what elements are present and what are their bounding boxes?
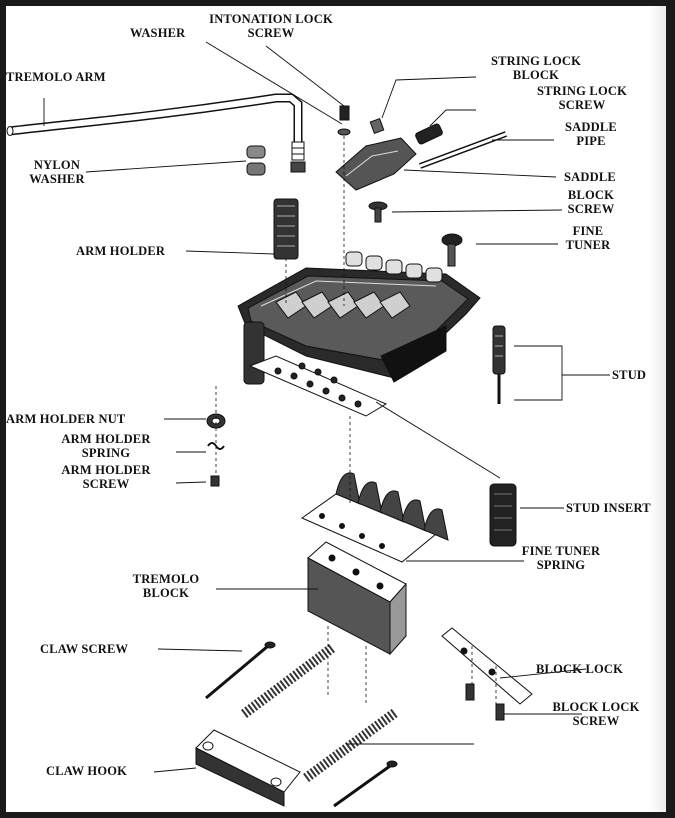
tremolo-exploded-diagram	[6, 41, 610, 808]
label-block-lock-screw: BLOCK LOCK SCREW	[552, 700, 640, 728]
tremolo-arm	[6, 93, 306, 173]
fine-tuner	[441, 233, 463, 267]
stud	[492, 325, 506, 404]
label-intonation-lock-screw: INTONATION LOCK SCREW	[209, 12, 333, 40]
label-tremolo-arm: TREMOLO ARM	[6, 70, 106, 84]
tremolo-block	[307, 541, 407, 656]
label-block-screw: BLOCK SCREW	[567, 188, 615, 216]
label-claw-hook: CLAW HOOK	[46, 764, 128, 778]
label-fine-tuner-spring: FINE TUNER SPRING	[521, 544, 601, 572]
label-string-lock-screw: STRING LOCK SCREW	[536, 84, 628, 112]
label-saddle-pipe: SADDLE PIPE	[565, 120, 617, 148]
stud-insert	[489, 483, 517, 547]
arm-holder	[273, 198, 299, 260]
label-arm-holder-nut: ARM HOLDER NUT	[6, 412, 126, 426]
intonation-lock-screw	[339, 105, 350, 121]
base-plate	[237, 251, 481, 383]
label-nylon-washer: NYLON WASHER	[29, 158, 85, 186]
leader-lines	[43, 41, 610, 773]
label-stud-insert: STUD INSERT	[566, 501, 651, 515]
label-claw-screw: CLAW SCREW	[40, 642, 129, 656]
label-arm-holder: ARM HOLDER	[76, 244, 166, 258]
string-lock-screw	[415, 123, 443, 145]
label-string-lock-block: STRING LOCK BLOCK	[490, 54, 582, 82]
washer	[337, 128, 351, 136]
claw-screw	[205, 641, 398, 808]
label-fine-tuner: FINE TUNER	[565, 224, 611, 252]
saddle	[335, 137, 417, 191]
label-saddle: SADDLE	[564, 170, 616, 184]
nylon-washer	[246, 145, 266, 176]
arm-holder-screw	[210, 475, 220, 487]
label-stud: STUD	[612, 368, 647, 382]
label-arm-holder-screw: ARM HOLDER SCREW	[61, 463, 151, 491]
label-washer: WASHER	[130, 26, 186, 40]
string-lock-block	[369, 118, 385, 134]
claw-hook	[195, 729, 301, 807]
tremolo-spring	[241, 644, 399, 783]
fine-tuner-spring	[300, 472, 449, 563]
saddle-pipe	[418, 131, 508, 169]
block-lock	[441, 627, 533, 705]
label-arm-holder-spring: ARM HOLDER SPRING	[61, 432, 151, 460]
label-block-lock: BLOCK LOCK	[536, 662, 624, 676]
label-tremolo-block: TREMOLO BLOCK	[132, 572, 200, 600]
diagram-frame: INTONATION LOCK SCREW WASHER STRING LOCK…	[6, 6, 666, 812]
mount-block	[248, 355, 388, 417]
block-lock-screw	[465, 683, 475, 701]
block-screw	[368, 201, 388, 223]
